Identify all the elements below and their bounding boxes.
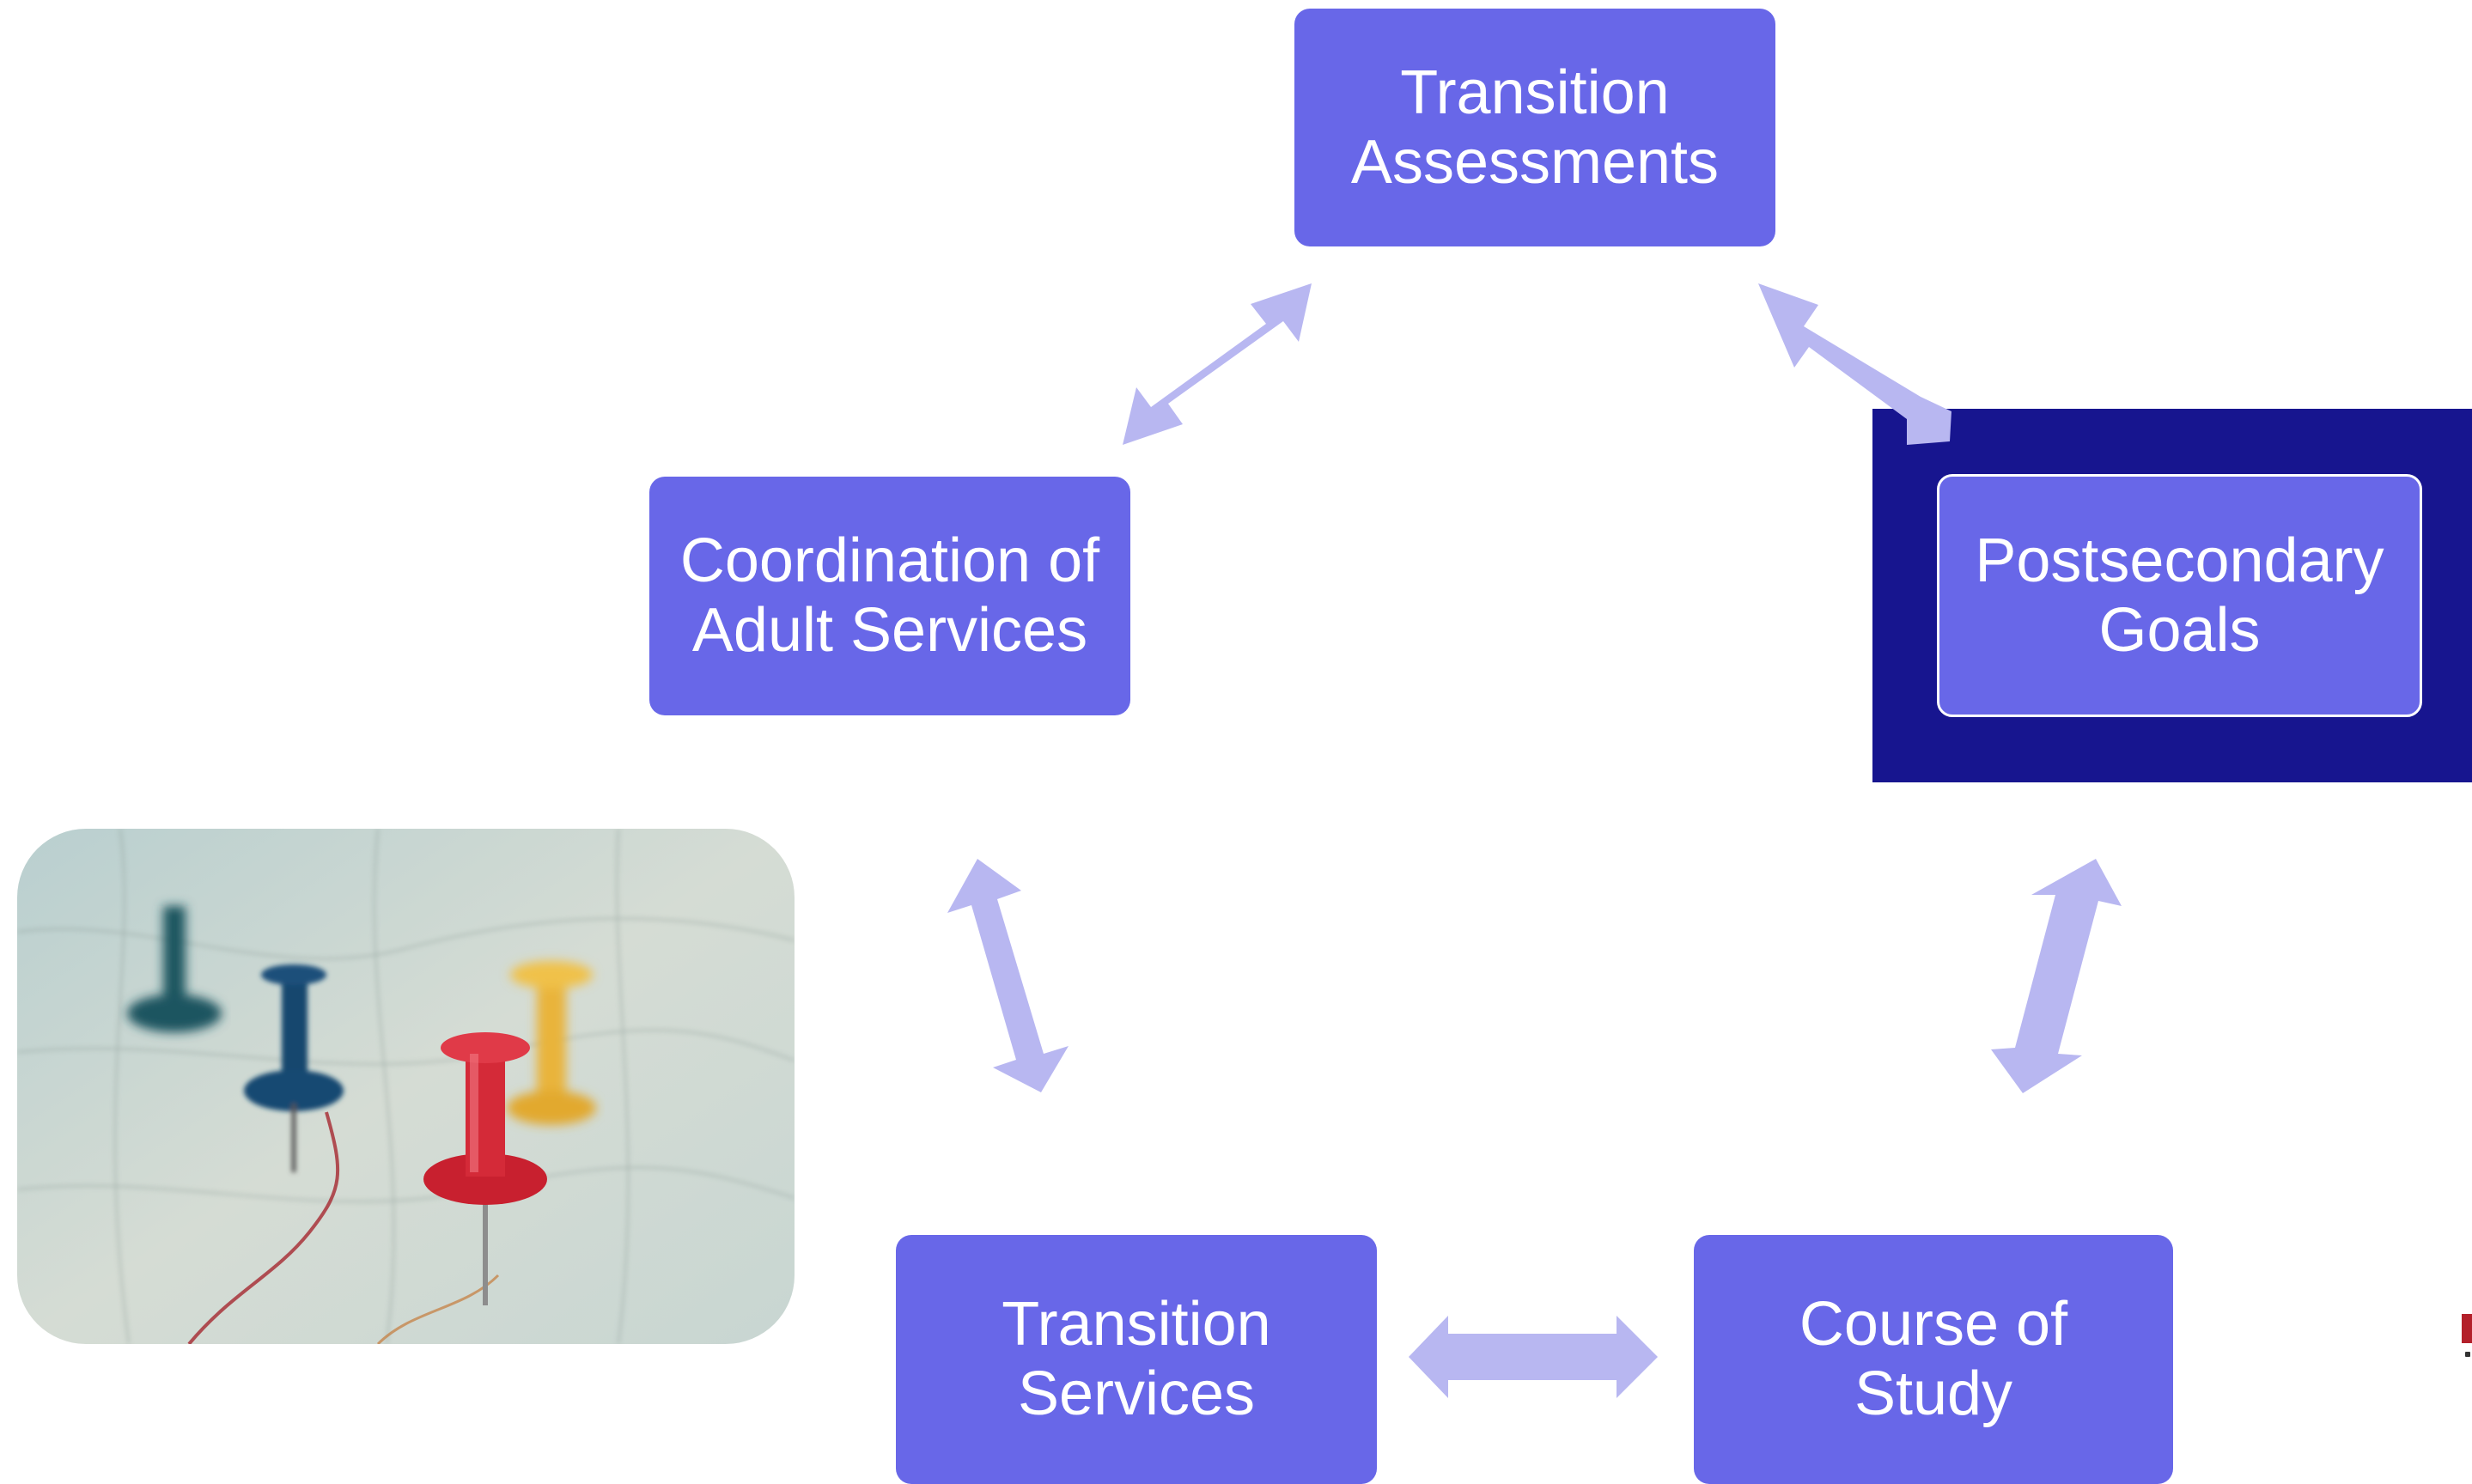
node-transition-services-line2: Services bbox=[1017, 1359, 1256, 1428]
arrow-coordination-services bbox=[947, 859, 1069, 1092]
node-course-of-study-line1: Course of bbox=[1799, 1290, 2068, 1359]
node-transition-assessments-line2: Assessments bbox=[1350, 127, 1720, 197]
node-coordination-line1: Coordination of bbox=[679, 526, 1100, 596]
node-coordination-line2: Adult Services bbox=[691, 596, 1088, 665]
node-transition-services-line1: Transition bbox=[1002, 1290, 1271, 1359]
logo-fragment-dot bbox=[2465, 1352, 2470, 1357]
node-transition-assessments-line1: Transition bbox=[1400, 58, 1670, 127]
map-pins-photo bbox=[17, 829, 795, 1344]
node-course-of-study: Course of Study bbox=[1694, 1235, 2173, 1484]
arrow-postsecondary-course bbox=[1991, 859, 2122, 1093]
logo-fragment bbox=[2462, 1314, 2472, 1343]
node-transition-assessments: Transition Assessments bbox=[1294, 9, 1775, 246]
node-postsecondary-goals: Postsecondary Goals bbox=[1937, 474, 2422, 717]
node-coordination-adult-services: Coordination of Adult Services bbox=[649, 477, 1130, 715]
arrow-coordination-assessments bbox=[1123, 283, 1312, 445]
node-transition-services: Transition Services bbox=[896, 1235, 1377, 1484]
node-postsecondary-line2: Goals bbox=[2098, 595, 2261, 665]
node-course-of-study-line2: Study bbox=[1854, 1359, 2013, 1428]
arrow-services-course bbox=[1409, 1316, 1658, 1398]
node-postsecondary-line1: Postsecondary bbox=[1975, 526, 2384, 595]
arrow-assessments-postsecondary bbox=[1758, 283, 1951, 445]
